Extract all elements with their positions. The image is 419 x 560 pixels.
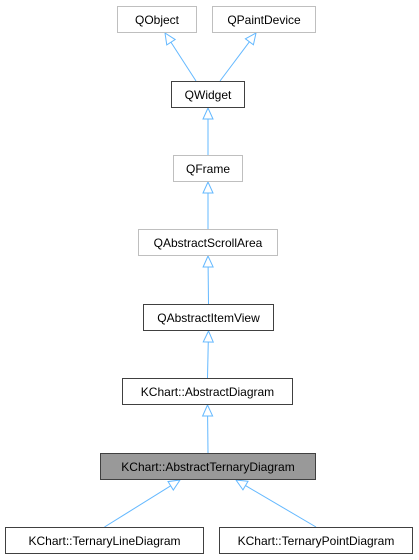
node-abstractternarydiagram[interactable]: KChart::AbstractTernaryDiagram — [100, 453, 316, 480]
node-qpaintdevice[interactable]: QPaintDevice — [212, 6, 316, 33]
node-qobject[interactable]: QObject — [117, 6, 197, 33]
node-qabstractitemview[interactable]: QAbstractItemView — [143, 304, 274, 331]
arrowhead-ternarylinediagram-to-abstractternarydiagram — [167, 479, 182, 491]
node-ternarypointdiagram[interactable]: KChart::TernaryPointDiagram — [219, 527, 413, 554]
edge-ternarylinediagram-to-abstractternarydiagram — [104, 485, 171, 528]
edge-qwidget-to-qpaintdevice — [219, 41, 250, 82]
edge-abstractdiagram-to-qabstractitemview — [207, 341, 209, 379]
edge-qwidget-to-qobject — [170, 41, 197, 82]
arrowhead-abstractdiagram-to-qabstractitemview — [202, 329, 215, 343]
node-ternarylinediagram[interactable]: KChart::TernaryLineDiagram — [5, 527, 204, 554]
edge-ternarypointdiagram-to-abstractternarydiagram — [245, 485, 317, 528]
arrowhead-qabstractscrollarea-to-qframe — [202, 180, 214, 194]
node-qwidget[interactable]: QWidget — [171, 81, 245, 108]
arrowhead-qabstractitemview-to-qabstractscrollarea — [202, 254, 214, 268]
node-abstractdiagram[interactable]: KChart::AbstractDiagram — [122, 378, 293, 405]
node-qframe[interactable]: QFrame — [173, 155, 243, 182]
arrowhead-qwidget-to-qobject — [164, 31, 177, 46]
node-qabstractscrollarea[interactable]: QAbstractScrollArea — [138, 229, 278, 256]
arrowhead-qframe-to-qwidget — [202, 106, 214, 120]
arrowhead-qwidget-to-qpaintdevice — [244, 32, 257, 46]
arrowhead-abstractternarydiagram-to-abstractdiagram — [201, 403, 214, 417]
arrowhead-ternarypointdiagram-to-abstractternarydiagram — [234, 479, 249, 491]
